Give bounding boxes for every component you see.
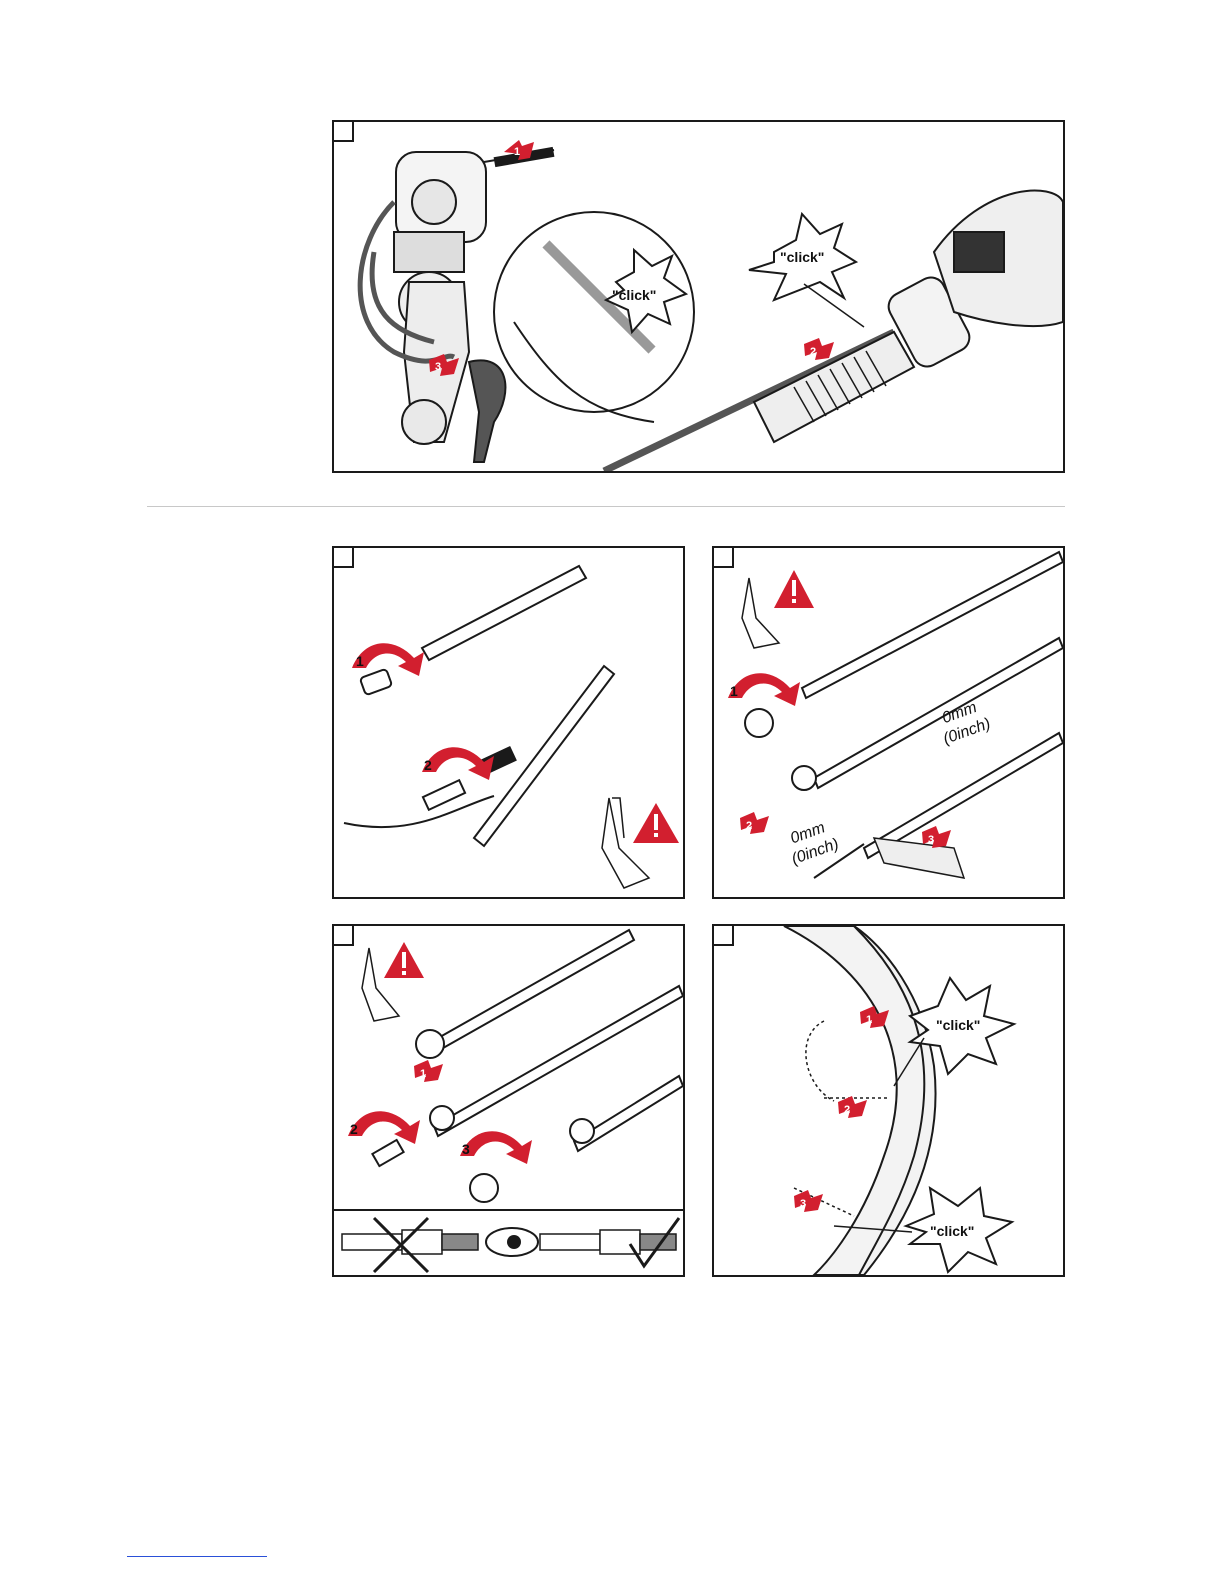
step-3-label: 3 — [928, 834, 934, 846]
step-2-label: 2 — [746, 820, 752, 832]
rotation-arrow-2: 2 — [422, 747, 494, 780]
warning-icon — [774, 570, 814, 608]
torch-handle — [469, 360, 505, 462]
wire-feeder-torch-illustration: 1 3 "click" — [334, 122, 1063, 471]
step-1-label: 1 — [730, 683, 738, 699]
figure-b-panel: 1 2 3 0mm (0inch) 0mm (0inch) — [712, 546, 1065, 899]
click-label-top: "click" — [936, 1017, 980, 1033]
push-arrow-2: 2 — [740, 812, 769, 834]
figure-a-panel: 1 2 — [332, 546, 685, 899]
step-3-label: 3 — [435, 361, 441, 373]
click-label-right: "click" — [780, 249, 824, 265]
figure-d-panel: 1 2 3 "click" "click" — [712, 924, 1065, 1277]
step-1-label: 1 — [514, 146, 520, 158]
torch-body-illustration: 1 2 3 "click" "click" — [714, 926, 1063, 1275]
click-label-bottom: "click" — [930, 1223, 974, 1239]
wrench-hand-icon — [742, 578, 779, 648]
rotation-arrow-3: 3 — [460, 1131, 532, 1164]
warning-icon — [633, 803, 679, 843]
wrench-hand-icon — [362, 948, 399, 1021]
step-3-label: 3 — [800, 1198, 806, 1210]
warning-icon — [384, 942, 424, 978]
step-2-label: 2 — [810, 346, 816, 358]
step-1-label: 1 — [420, 1068, 426, 1080]
rotation-arrow-2: 2 — [348, 1111, 420, 1144]
incorrect-example — [342, 1218, 478, 1272]
wire-liner-top: 1 — [484, 140, 554, 167]
step-3-label: 3 — [462, 1141, 470, 1157]
step-2-label: 2 — [424, 757, 432, 773]
step-2-label: 2 — [844, 1104, 850, 1116]
cutter-tool — [874, 838, 964, 878]
figure-c-panel: 1 2 3 — [332, 924, 685, 1277]
step-2-label: 2 — [350, 1121, 358, 1137]
wire-feeder-unit — [394, 152, 486, 444]
liner-assembly-illustration: 1 2 3 — [334, 926, 683, 1275]
rotation-arrow-1: 1 — [728, 673, 800, 706]
step-1-label: 1 — [866, 1014, 872, 1026]
figure-top-panel: 1 3 "click" — [332, 120, 1065, 473]
click-callout-right: "click" — [749, 214, 864, 327]
dimension-label-2: 0mm (0inch) — [783, 817, 842, 868]
push-arrow-2: 2 — [838, 1096, 867, 1118]
footer-link-underline — [127, 1556, 267, 1557]
push-arrow-1: 1 — [414, 1060, 443, 1082]
step-1-label: 1 — [356, 653, 364, 669]
push-arrow-3: 3 — [794, 1190, 823, 1212]
eye-icon — [486, 1228, 538, 1256]
liner-removal-illustration: 1 2 — [334, 548, 683, 897]
rotation-arrow-1: 1 — [352, 643, 424, 676]
correct-example — [540, 1218, 679, 1266]
section-divider — [147, 506, 1065, 507]
click-label-left: "click" — [612, 287, 656, 303]
liner-cutting-illustration: 1 2 3 0mm (0inch) 0mm (0inch) — [714, 548, 1063, 897]
